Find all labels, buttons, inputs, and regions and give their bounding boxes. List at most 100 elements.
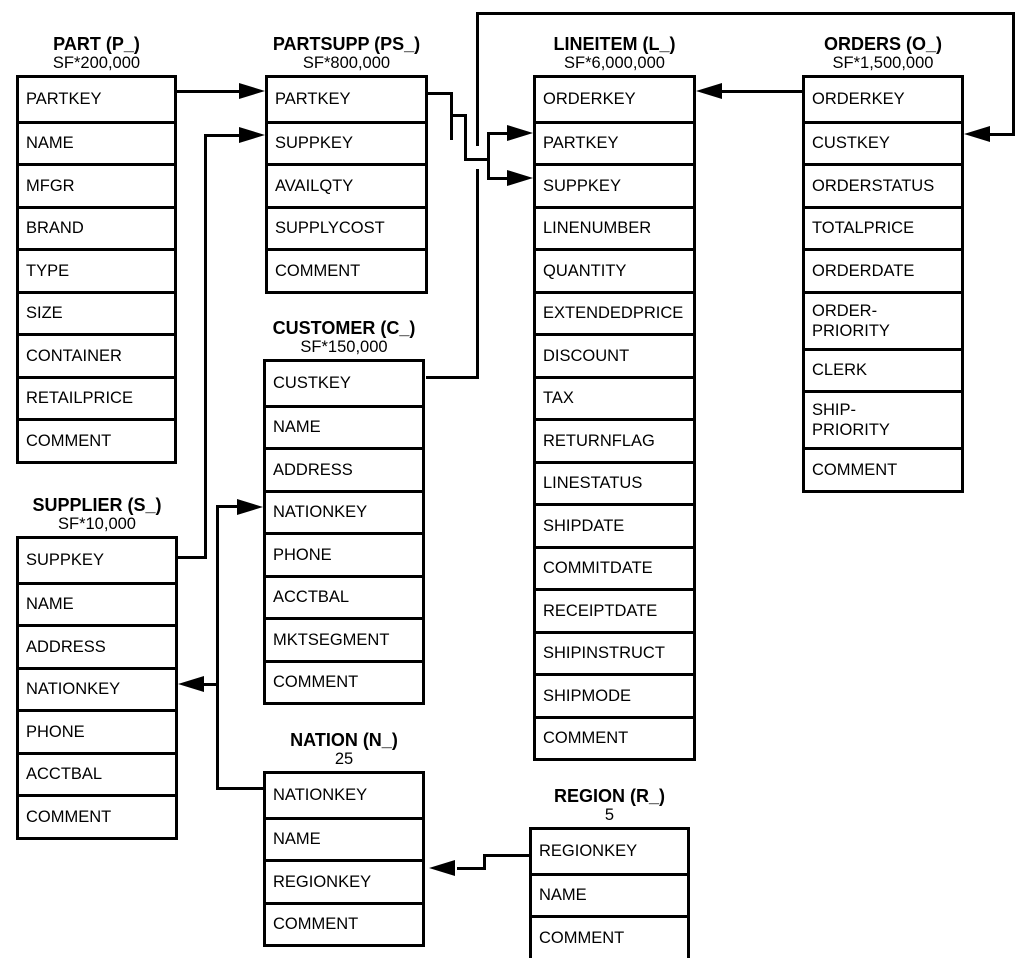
- connector-partsupp-step-h: [464, 158, 490, 161]
- field-row-comment: COMMENT: [266, 659, 422, 703]
- connector-to-lineitem-suppkey: [487, 177, 507, 180]
- connector-custkey-h: [426, 376, 479, 379]
- field-row-name: NAME: [266, 404, 422, 448]
- table-lineitem-title: LINEITEM (L_): [553, 34, 676, 54]
- field-row-linenumber: LINENUMBER: [536, 205, 693, 249]
- connector-custkey-v-lower: [476, 169, 479, 379]
- field-row-suppkey: SUPPKEY: [268, 120, 425, 164]
- connector-custkey-top: [476, 12, 1015, 15]
- field-row-custkey: CUSTKEY: [805, 120, 961, 164]
- field-row-regionkey: REGIONKEY: [266, 859, 422, 902]
- field-row-comment: COMMENT: [532, 915, 687, 958]
- field-row-comment: COMMENT: [268, 248, 425, 291]
- connector-supplier-to-partsupp: [206, 134, 240, 137]
- field-row-address: ADDRESS: [266, 447, 422, 490]
- connector-to-lineitem-partkey: [487, 132, 507, 135]
- field-row-nationkey: NATIONKEY: [266, 489, 422, 533]
- field-row-order-priority: ORDER- PRIORITY: [805, 290, 961, 348]
- connector-nation-nationkey-h: [218, 787, 265, 790]
- connector-partsupp-mid-h: [450, 114, 466, 117]
- field-row-orderstatus: ORDERSTATUS: [805, 163, 961, 206]
- connector-partsupp-partkey-stub: [428, 92, 453, 95]
- table-partsupp-title: PARTSUPP (PS_): [272, 34, 421, 54]
- field-row-ship-priority: SHIP- PRIORITY: [805, 390, 961, 447]
- field-row-phone: PHONE: [266, 532, 422, 575]
- field-row-acctbal: ACCTBAL: [266, 574, 422, 618]
- field-row-container: CONTAINER: [19, 333, 174, 376]
- field-row-returnflag: RETURNFLAG: [536, 418, 693, 461]
- field-row-extendedprice: EXTENDEDPRICE: [536, 290, 693, 334]
- field-row-name: NAME: [532, 872, 687, 916]
- field-row-regionkey: REGIONKEY: [539, 842, 638, 861]
- field-row-name: NAME: [19, 120, 174, 164]
- table-part-title: PART (P_): [53, 34, 140, 54]
- arrowhead-right-icon: [507, 170, 533, 186]
- table-customer-title: CUSTOMER (C_): [272, 318, 416, 338]
- field-row-orderkey: ORDERKEY: [812, 90, 905, 109]
- arrowhead-left-icon: [178, 676, 204, 692]
- field-row-partkey: PARTKEY: [275, 90, 351, 109]
- field-row-custkey: CUSTKEY: [273, 374, 351, 393]
- field-row-retailprice: RETAILPRICE: [19, 375, 174, 419]
- connector-nation-nationkey-v: [216, 505, 219, 790]
- field-row-availqty: AVAILQTY: [268, 163, 425, 206]
- connector-to-nation-regionkey: [457, 867, 485, 870]
- connector-region-regionkey-h: [485, 854, 531, 857]
- table-region-title: REGION (R_): [553, 786, 665, 806]
- table-supplier-cardinality: SF*10,000: [58, 515, 136, 533]
- field-row-shipinstruct: SHIPINSTRUCT: [536, 630, 693, 674]
- field-row-orderdate: ORDERDATE: [805, 248, 961, 291]
- table-nation-cardinality: 25: [334, 750, 354, 768]
- field-row-nationkey: NATIONKEY: [273, 786, 368, 805]
- field-row-discount: DISCOUNT: [536, 333, 693, 376]
- field-row-orderkey: ORDERKEY: [543, 90, 636, 109]
- table-nation-title: NATION (N_): [290, 730, 398, 750]
- field-row-nationkey: NATIONKEY: [19, 666, 175, 710]
- field-row-acctbal: ACCTBAL: [19, 751, 175, 795]
- field-row-clerk: CLERK: [805, 347, 961, 391]
- arrowhead-left-icon: [429, 860, 455, 876]
- field-row-shipmode: SHIPMODE: [536, 673, 693, 716]
- arrowhead-right-icon: [237, 499, 263, 515]
- table-supplier-title: SUPPLIER (S_): [32, 495, 162, 515]
- field-row-address: ADDRESS: [19, 624, 175, 667]
- table-lineitem-cardinality: SF*6,000,000: [564, 54, 665, 72]
- connector-custkey-v-upper: [476, 12, 479, 146]
- field-row-partkey: PARTKEY: [536, 120, 693, 164]
- field-row-linestatus: LINESTATUS: [536, 460, 693, 504]
- field-row-tax: TAX: [536, 375, 693, 419]
- field-row-mfgr: MFGR: [19, 163, 174, 206]
- connector-supplier-suppkey-v: [204, 134, 207, 559]
- connector-to-orders-custkey: [990, 133, 1015, 136]
- arrowhead-left-icon: [696, 83, 722, 99]
- connector-custkey-right-v: [1012, 12, 1015, 136]
- field-row-receiptdate: RECEIPTDATE: [536, 588, 693, 631]
- field-row-partkey: PARTKEY: [26, 90, 102, 109]
- field-row-comment: COMMENT: [805, 447, 961, 490]
- arrowhead-right-icon: [507, 125, 533, 141]
- connector-to-customer-nationkey: [216, 505, 237, 508]
- connector-to-supplier-nationkey: [204, 683, 218, 686]
- arrowhead-left-icon: [964, 126, 990, 142]
- field-row-name: NAME: [19, 581, 175, 625]
- connector-region-regionkey-v: [483, 854, 486, 870]
- field-row-suppkey: SUPPKEY: [536, 163, 693, 206]
- field-row-name: NAME: [266, 816, 422, 860]
- field-row-commitdate: COMMITDATE: [536, 545, 693, 589]
- table-orders-title: ORDERS (O_): [823, 34, 942, 54]
- field-row-brand: BRAND: [19, 205, 174, 249]
- field-row-phone: PHONE: [19, 709, 175, 752]
- field-row-mktsegment: MKTSEGMENT: [266, 617, 422, 660]
- table-customer-cardinality: SF*150,000: [300, 338, 388, 356]
- connector-orders-to-lineitem: [722, 90, 802, 93]
